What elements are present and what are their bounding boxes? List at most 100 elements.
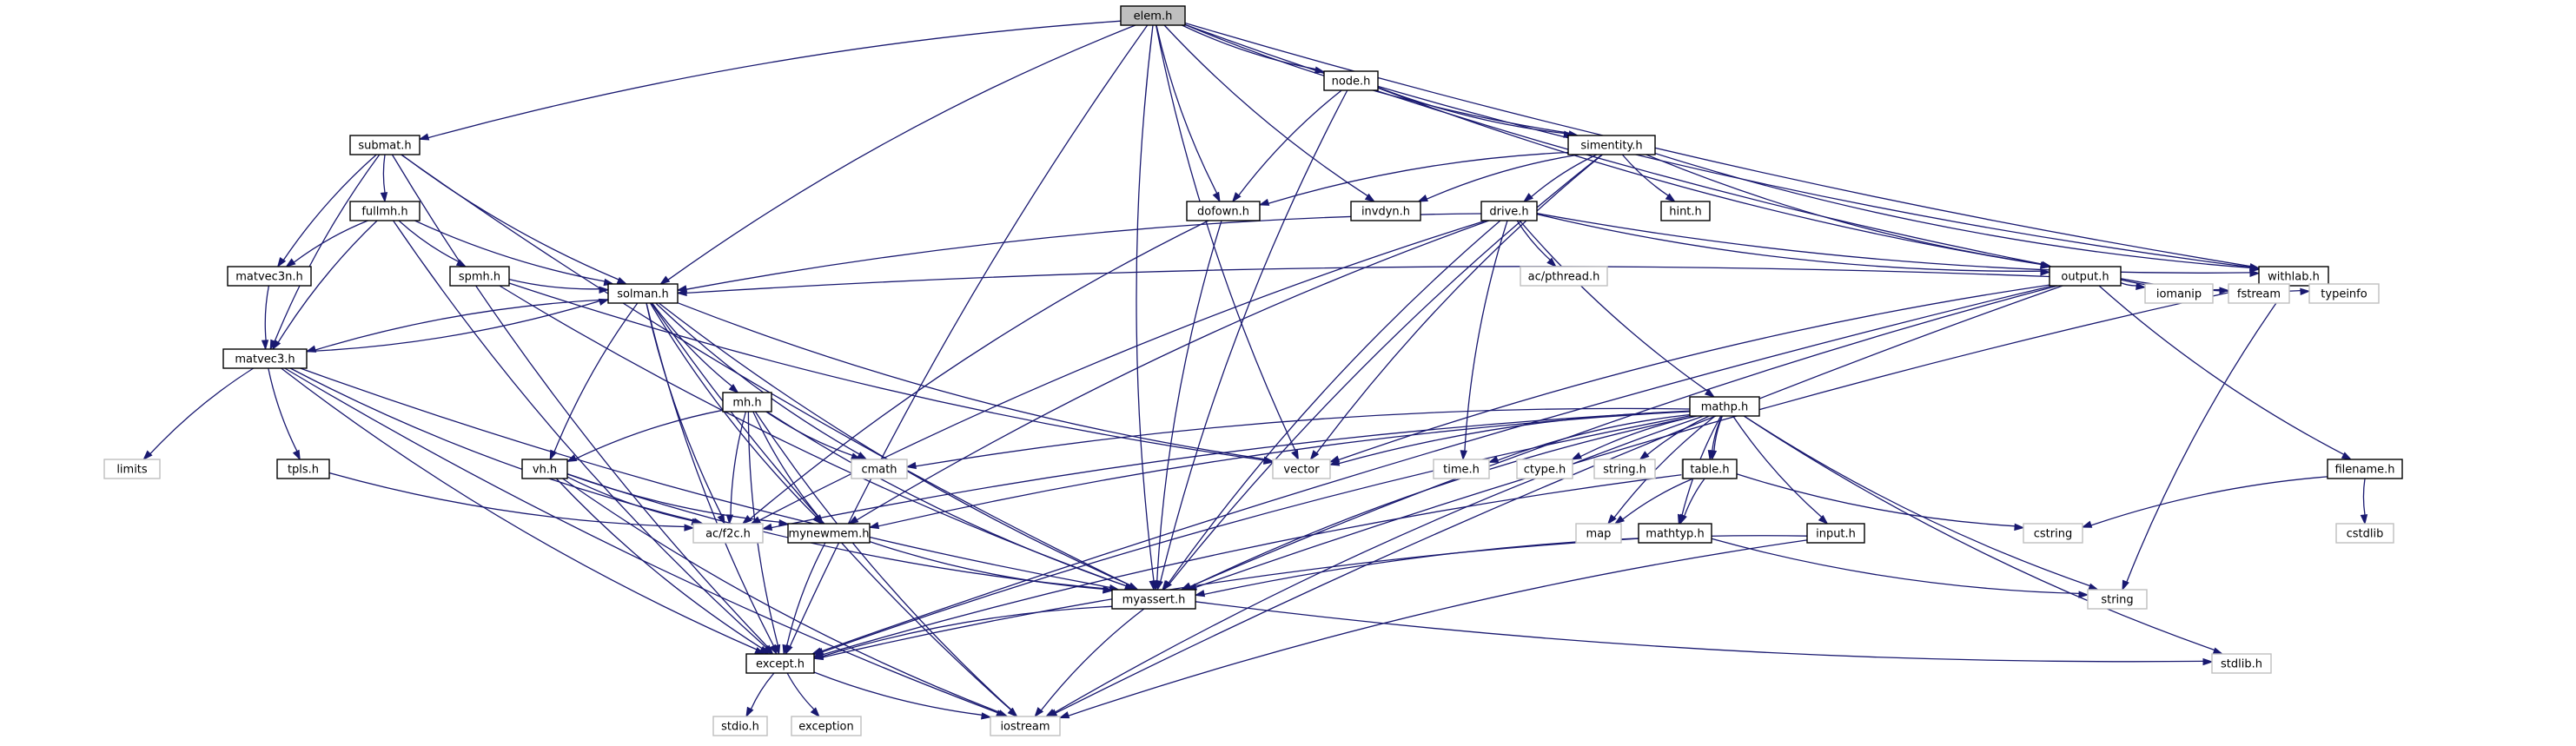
node-label: exception bbox=[798, 721, 854, 734]
arrowhead bbox=[261, 340, 269, 351]
node-label: withlab.h bbox=[2268, 271, 2320, 284]
edge-dofown-to-acf2c bbox=[741, 220, 1209, 525]
node-spmh[interactable]: spmh.h bbox=[449, 266, 510, 287]
edge-line bbox=[566, 476, 693, 522]
node-withlab[interactable]: withlab.h bbox=[2258, 266, 2329, 287]
node-except[interactable]: except.h bbox=[745, 653, 815, 674]
node-iomanip[interactable]: iomanip bbox=[2144, 283, 2214, 304]
node-cmath[interactable]: cmath bbox=[851, 459, 908, 479]
node-iostream[interactable]: iostream bbox=[990, 716, 1061, 736]
edge-elem-to-submat bbox=[418, 20, 1122, 141]
node-hint[interactable]: hint.h bbox=[1660, 201, 1711, 221]
edge-line bbox=[786, 672, 815, 710]
edge-line bbox=[766, 411, 1127, 587]
node-label: input.h bbox=[1816, 528, 1856, 541]
node-exception[interactable]: exception bbox=[791, 716, 862, 736]
node-acpthread[interactable]: ac/pthread.h bbox=[1520, 266, 1608, 287]
edge-line bbox=[277, 220, 378, 343]
edge-line bbox=[1744, 415, 2090, 587]
node-mh[interactable]: mh.h bbox=[722, 392, 772, 413]
node-string[interactable]: string bbox=[2087, 589, 2148, 610]
node-label: myassert.h bbox=[1122, 594, 1186, 607]
node-mathp[interactable]: mathp.h bbox=[1689, 396, 1760, 417]
node-label: cstdlib bbox=[2347, 528, 2384, 541]
node-stdio[interactable]: stdio.h bbox=[712, 716, 768, 736]
edge-table-to-map bbox=[1613, 478, 1694, 525]
arrowhead bbox=[2014, 523, 2025, 531]
node-simentity[interactable]: simentity.h bbox=[1567, 135, 1656, 155]
arrowhead bbox=[676, 288, 687, 297]
edge-fullmh-to-matvec3 bbox=[272, 220, 378, 351]
node-box bbox=[2228, 283, 2290, 304]
node-drive[interactable]: drive.h bbox=[1480, 201, 1538, 221]
node-label: mynewmem.h bbox=[789, 528, 870, 541]
node-box bbox=[2087, 589, 2148, 610]
arrowhead bbox=[380, 192, 388, 203]
node-input[interactable]: input.h bbox=[1806, 523, 1865, 544]
edge-submat-to-except bbox=[391, 154, 774, 656]
node-box bbox=[1480, 201, 1538, 221]
node-acf2c[interactable]: ac/f2c.h bbox=[692, 523, 764, 544]
edge-simentity-to-output bbox=[1646, 154, 2052, 269]
node-myassert[interactable]: myassert.h bbox=[1111, 589, 1196, 610]
node-timeh[interactable]: time.h bbox=[1433, 459, 1490, 479]
node-label: ac/f2c.h bbox=[705, 528, 751, 541]
node-cstdlib[interactable]: cstdlib bbox=[2335, 523, 2394, 544]
node-box bbox=[1682, 459, 1738, 479]
node-vh[interactable]: vh.h bbox=[521, 459, 568, 479]
node-mathtyp[interactable]: mathtyp.h bbox=[1638, 523, 1712, 544]
node-invdyn[interactable]: invdyn.h bbox=[1350, 201, 1421, 221]
node-table[interactable]: table.h bbox=[1682, 459, 1738, 479]
node-cstring[interactable]: cstring bbox=[2023, 523, 2083, 544]
node-node[interactable]: node.h bbox=[1323, 70, 1379, 91]
node-box bbox=[1323, 70, 1379, 91]
node-typeinfo[interactable]: typeinfo bbox=[2308, 283, 2380, 304]
node-matvec3[interactable]: matvec3.h bbox=[222, 348, 308, 369]
edge-line bbox=[730, 411, 747, 516]
node-ctype[interactable]: ctype.h bbox=[1516, 459, 1573, 479]
node-output[interactable]: output.h bbox=[2049, 266, 2122, 287]
node-fstream[interactable]: fstream bbox=[2228, 283, 2290, 304]
node-fullmh[interactable]: fullmh.h bbox=[349, 201, 421, 221]
node-submat[interactable]: submat.h bbox=[349, 135, 421, 155]
node-dofown[interactable]: dofown.h bbox=[1186, 201, 1261, 221]
node-filename[interactable]: filename.h bbox=[2327, 459, 2403, 479]
node-label: ctype.h bbox=[1524, 464, 1566, 477]
node-box bbox=[1806, 523, 1865, 544]
arrowhead bbox=[905, 461, 917, 470]
arrowhead bbox=[1665, 193, 1676, 202]
edge-line bbox=[1646, 154, 2043, 265]
edge-drive-to-myassert bbox=[1162, 220, 1501, 591]
node-tpls[interactable]: tpls.h bbox=[276, 459, 330, 479]
edge-line bbox=[1195, 601, 2204, 663]
node-limits[interactable]: limits bbox=[103, 459, 161, 479]
edge-line bbox=[1613, 415, 1716, 518]
arrowhead bbox=[1103, 586, 1114, 594]
node-elem[interactable]: elem.h bbox=[1120, 5, 1186, 26]
node-map[interactable]: map bbox=[1575, 523, 1622, 544]
node-label: node.h bbox=[1332, 76, 1371, 89]
node-vector[interactable]: vector bbox=[1272, 459, 1331, 479]
arrowhead bbox=[717, 513, 725, 525]
edge-input-to-iostream bbox=[1058, 539, 1808, 719]
node-label: iomanip bbox=[2156, 288, 2202, 301]
arrowhead bbox=[684, 524, 695, 531]
arrowhead bbox=[2360, 514, 2368, 525]
node-stdlib[interactable]: stdlib.h bbox=[2211, 653, 2272, 674]
arrowhead bbox=[1571, 452, 1582, 460]
edge-spmh-to-solman bbox=[508, 278, 610, 294]
edge-line bbox=[1203, 535, 1808, 596]
edge-simentity-to-hint bbox=[1621, 154, 1676, 202]
node-box bbox=[990, 716, 1061, 736]
node-mynewmem[interactable]: mynewmem.h bbox=[787, 523, 871, 544]
edge-line bbox=[750, 672, 775, 710]
arrowhead bbox=[1291, 449, 1300, 461]
edge-line bbox=[1743, 415, 2215, 651]
node-matvec3n[interactable]: matvec3n.h bbox=[227, 266, 312, 287]
edge-line bbox=[2098, 285, 2345, 455]
edge-line bbox=[754, 411, 1012, 710]
node-stringh[interactable]: string.h bbox=[1593, 459, 1656, 479]
edge-line bbox=[1531, 154, 1598, 198]
node-solman[interactable]: solman.h bbox=[607, 283, 679, 304]
